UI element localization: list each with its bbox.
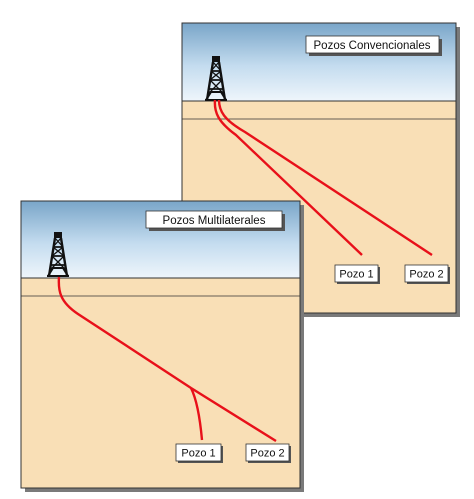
multilateral-well-2-path — [57, 276, 277, 443]
conventional-well-2-label-box: Pozo 2 — [404, 264, 450, 284]
multilateral-well-1-label-box: Pozo 1 — [175, 443, 223, 463]
conventional-well-1-label-box: Pozo 1 — [334, 264, 380, 284]
conventional-well-2-path — [217, 99, 433, 257]
conventional-title: Pozos Convencionales — [314, 40, 431, 52]
multilateral-wells-panel: Pozos Multilaterales Pozo 1 Pozo 2 — [20, 200, 304, 492]
multilateral-well-1-path — [189, 387, 204, 441]
multilateral-well-1-label: Pozo 1 — [181, 448, 215, 460]
multilateral-well-2-label: Pozo 2 — [250, 448, 284, 460]
conventional-well-2-label: Pozo 2 — [409, 269, 443, 281]
conventional-frame — [181, 22, 457, 314]
conventional-well-1-label: Pozo 1 — [339, 269, 373, 281]
multilateral-title-box: Pozos Multilaterales — [145, 210, 285, 231]
multilateral-title: Pozos Multilaterales — [163, 215, 266, 227]
conventional-title-box: Pozos Convencionales — [305, 35, 442, 56]
multilateral-well-2-label-box: Pozo 2 — [245, 443, 291, 463]
multilateral-frame — [20, 200, 301, 489]
conventional-wells-panel: Pozos Convencionales Pozo 1 Pozo 2 — [181, 22, 460, 317]
conventional-well-1-path — [213, 99, 363, 256]
